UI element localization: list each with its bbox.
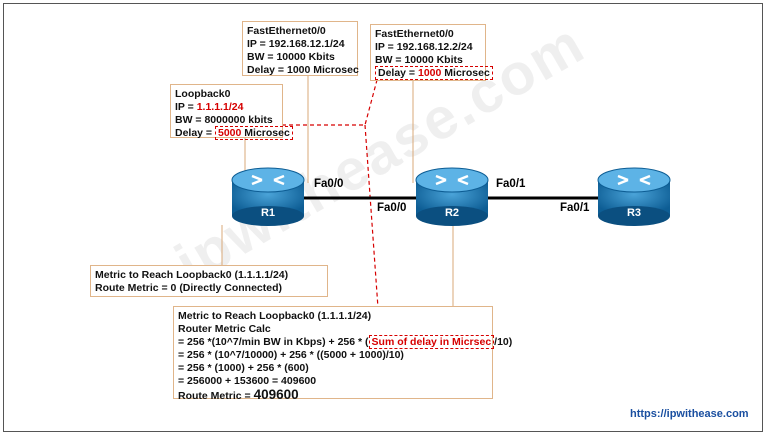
r1-fe-info-box: FastEthernet0/0 IP = 192.168.12.1/24 BW …	[242, 21, 359, 76]
loopback-bw: BW = 8000000 kbits	[175, 114, 273, 126]
r2-fe-bw: BW = 10000 Kbits	[375, 54, 463, 66]
r1-metric-line1: Metric to Reach Loopback0 (1.1.1.1/24)	[95, 269, 289, 281]
diagram-frame	[3, 3, 763, 432]
site-url[interactable]: https://ipwithease.com	[630, 408, 749, 420]
router-r2-shape	[415, 167, 489, 226]
r2-fe-info-box: FastEthernet0/0 IP = 192.168.12.2/24 BW …	[370, 24, 493, 81]
loopback-ip: IP = 1.1.1.1/24	[175, 101, 244, 113]
r2-fa01-label: Fa0/1	[496, 178, 526, 190]
loopback-info-box: Loopback0 IP = 1.1.1.1/24 BW = 8000000 k…	[170, 84, 293, 140]
r1-fe-bw: BW = 10000 Kbits	[247, 51, 335, 63]
dashed-delay-to-sum	[364, 124, 381, 337]
r1-metric-line2: Route Metric = 0 (Directly Connected)	[95, 282, 282, 294]
r2-metric-line5: = 256 * (1000) + 256 * (600)	[178, 362, 309, 374]
router-r2-label: R2	[444, 207, 460, 219]
r2-fe-delay: Delay = 1000 Microsec	[375, 66, 493, 80]
r2-metric-line4: = 256 * (10^7/10000) + 256 * ((5000 + 10…	[178, 349, 404, 361]
r2-route-metric: Route Metric = 409600	[178, 387, 299, 402]
r1-fe-title: FastEthernet0/0	[247, 25, 326, 37]
router-r1-shape	[231, 167, 305, 226]
r2-metric-box: Metric to Reach Loopback0 (1.1.1.1/24) R…	[173, 306, 513, 402]
r1-fa00-label: Fa0/0	[314, 178, 344, 190]
r1-fe-ip: IP = 192.168.12.1/24	[247, 38, 345, 50]
router-r3-shape	[597, 167, 671, 226]
r2-metric-formula: = 256 *(10^7/min BW in Kbps) + 256 * (Su…	[178, 335, 513, 349]
dashed-delay-link	[282, 79, 378, 126]
r3-fa01-label: Fa0/1	[560, 202, 590, 214]
loopback-delay: Delay = 5000 Microsec	[175, 126, 293, 140]
r2-fa00-label: Fa0/0	[377, 202, 407, 214]
r1-metric-box: Metric to Reach Loopback0 (1.1.1.1/24) R…	[90, 265, 328, 297]
loopback-title: Loopback0	[175, 88, 231, 100]
r2-metric-line2: Router Metric Calc	[178, 323, 271, 335]
router-r3-label: R3	[626, 207, 642, 219]
r2-metric-line6: = 256000 + 153600 = 409600	[178, 375, 317, 387]
r2-fe-title: FastEthernet0/0	[375, 28, 454, 40]
r2-metric-line1: Metric to Reach Loopback0 (1.1.1.1/24)	[178, 310, 372, 322]
r2-fe-ip: IP = 192.168.12.2/24	[375, 41, 473, 53]
router-r1-label: R1	[260, 207, 276, 219]
r1-fe-delay: Delay = 1000 Microsec	[247, 64, 359, 76]
